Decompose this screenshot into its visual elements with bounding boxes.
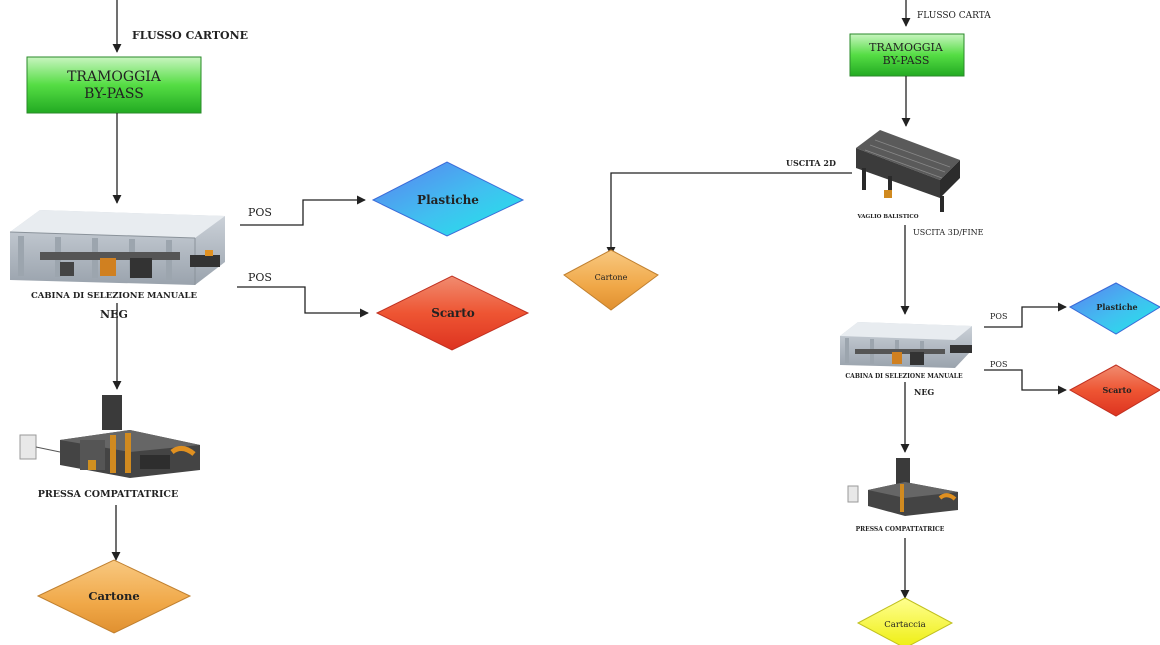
arrow-screen-to-cartone [606, 172, 852, 256]
left-scarto-label: Scarto [431, 306, 475, 320]
right-cabin-label: CABINA DI SELEZIONE MANUALE [845, 373, 963, 380]
right-plastiche-diamond [1068, 282, 1160, 335]
left-scarto-diamond [375, 275, 530, 351]
right-hopper-label-2: BY-PASS [883, 54, 930, 67]
right-pos-label-2: POS [990, 360, 1007, 369]
right-screen-label: VAGLIO BALISTICO [856, 214, 918, 220]
right-pos-label-1: POS [990, 312, 1007, 321]
right-exit-3d-label: USCITA 3D/FINE [913, 228, 984, 237]
right-exit-2d-label: USCITA 2D [786, 158, 836, 168]
right-screen-picture [856, 130, 960, 212]
left-neg-label: NEG [100, 308, 128, 321]
right-hopper-box [849, 33, 965, 77]
right-press-label: PRESSA COMPATTATRICE [856, 526, 945, 533]
left-cabin-picture [9, 210, 225, 285]
left-cabin-label: CABINA DI SELEZIONE MANUALE [31, 291, 198, 301]
left-hopper-label-2: BY-PASS [84, 86, 144, 102]
right-scarto-label: Scarto [1102, 385, 1132, 395]
right-cartone-diamond [563, 249, 659, 311]
left-flow: FLUSSO CARTONE TRAMOGGIA BY-PASS CABINA … [9, 0, 530, 634]
arrow-cabin-to-plastiche [240, 195, 366, 226]
right-hopper-label-1: TRAMOGGIA [869, 41, 944, 54]
left-press-picture [19, 395, 200, 478]
left-plastiche-diamond [371, 161, 525, 237]
left-cartone-label: Cartone [88, 589, 139, 603]
right-flow: FLUSSO CARTA TRAMOGGIA BY-PASS VAGLIO BA… [563, 0, 1160, 645]
right-neg-label: NEG [914, 387, 934, 397]
left-hopper-box [26, 56, 202, 114]
arrow-cabin-to-scarto [237, 286, 369, 318]
right-press-picture [847, 458, 958, 516]
left-pos-label-1: POS [248, 206, 272, 219]
right-plastiche-label: Plastiche [1096, 302, 1137, 312]
right-cartaccia-label: Cartaccia [884, 620, 925, 630]
right-input-label: FLUSSO CARTA [917, 11, 991, 21]
left-cartone-diamond [36, 559, 192, 634]
arrow-right-cabin-to-plastiche [984, 302, 1067, 328]
left-press-label: PRESSA COMPATTATRICE [38, 489, 178, 500]
left-input-label: FLUSSO CARTONE [132, 29, 248, 42]
right-cartaccia-diamond [856, 597, 954, 645]
arrow-right-cabin-to-scarto [984, 369, 1067, 395]
right-cartone-label: Cartone [595, 273, 628, 282]
left-plastiche-label: Plastiche [417, 193, 479, 207]
left-pos-label-2: POS [248, 271, 272, 284]
right-cabin-picture [840, 322, 972, 368]
left-hopper-label-1: TRAMOGGIA [67, 69, 162, 85]
right-scarto-diamond [1068, 364, 1160, 417]
